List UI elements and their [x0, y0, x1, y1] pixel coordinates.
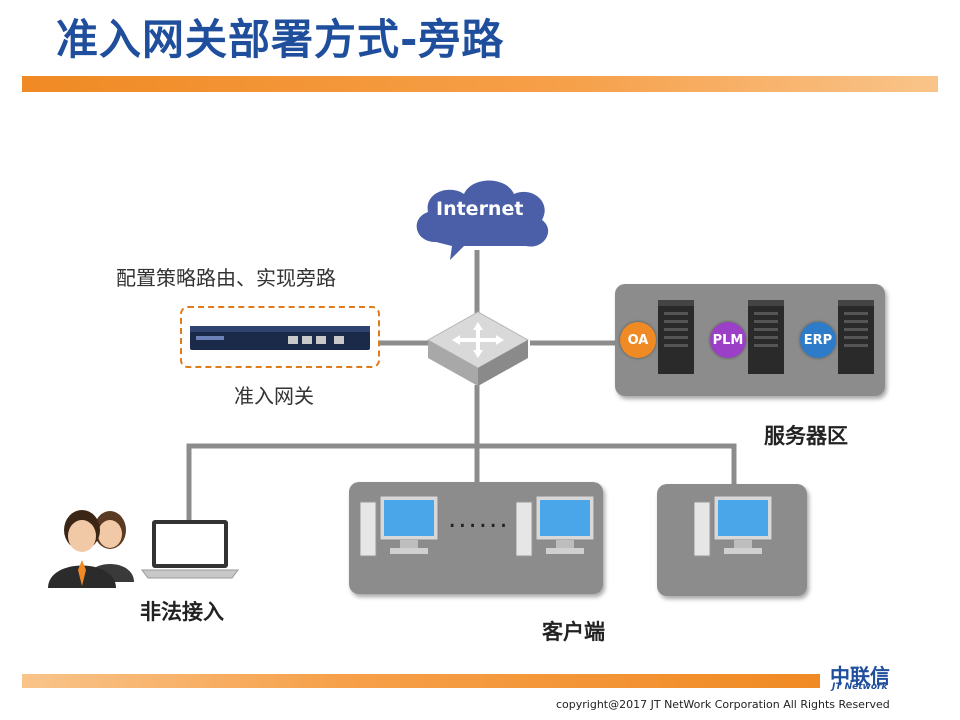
- desktop-pc-icon: [515, 495, 595, 557]
- footer-accent-bar: [22, 674, 820, 688]
- rack-appliance-icon: [190, 326, 370, 350]
- desktop-pc-icon: [359, 495, 439, 557]
- server-tower-icon: [658, 300, 694, 374]
- server-tower-icon: [838, 300, 874, 374]
- desktop-pc-icon: [693, 495, 773, 557]
- page-title: 准入网关部署方式-旁路: [56, 15, 505, 64]
- client-pc-1: [359, 495, 440, 566]
- gateway-device: [190, 322, 370, 354]
- brand-logo-subtext: JT Network: [832, 682, 888, 692]
- server-erp: [836, 300, 876, 380]
- gateway-note: 配置策略路由、实现旁路: [116, 266, 336, 290]
- gateway-dashed-frame: [180, 306, 380, 368]
- internet-cloud: Internet: [406, 172, 554, 264]
- title-accent-bar: [22, 76, 938, 92]
- server-oa: [656, 300, 696, 380]
- laptop-icon: [141, 520, 239, 579]
- users-icon: [48, 510, 134, 588]
- illegal-access-label: 非法接入: [140, 600, 224, 624]
- switch-icon: [426, 311, 530, 386]
- cloud-icon: [416, 180, 549, 260]
- users-figure: [42, 500, 142, 594]
- laptop: [140, 520, 240, 584]
- internet-label: Internet: [436, 198, 524, 220]
- clients-ellipsis: ......: [448, 504, 510, 534]
- erp-badge: ERP: [800, 322, 836, 358]
- gateway-label: 准入网关: [234, 384, 314, 408]
- server-tower-icon: [748, 300, 784, 374]
- oa-badge: OA: [620, 322, 656, 358]
- line-access-bus: [186, 443, 737, 522]
- server-zone-label: 服务器区: [764, 424, 848, 448]
- core-switch: [424, 300, 532, 388]
- server-plm: [746, 300, 786, 380]
- plm-badge: PLM: [710, 322, 746, 358]
- client-pc-2: [515, 495, 596, 566]
- client-pc-3: [693, 495, 774, 566]
- copyright-text: copyright@2017 JT NetWork Corporation Al…: [556, 698, 890, 711]
- brand-logo-text: 中联信: [830, 664, 890, 688]
- clients-label: 客户端: [542, 620, 605, 644]
